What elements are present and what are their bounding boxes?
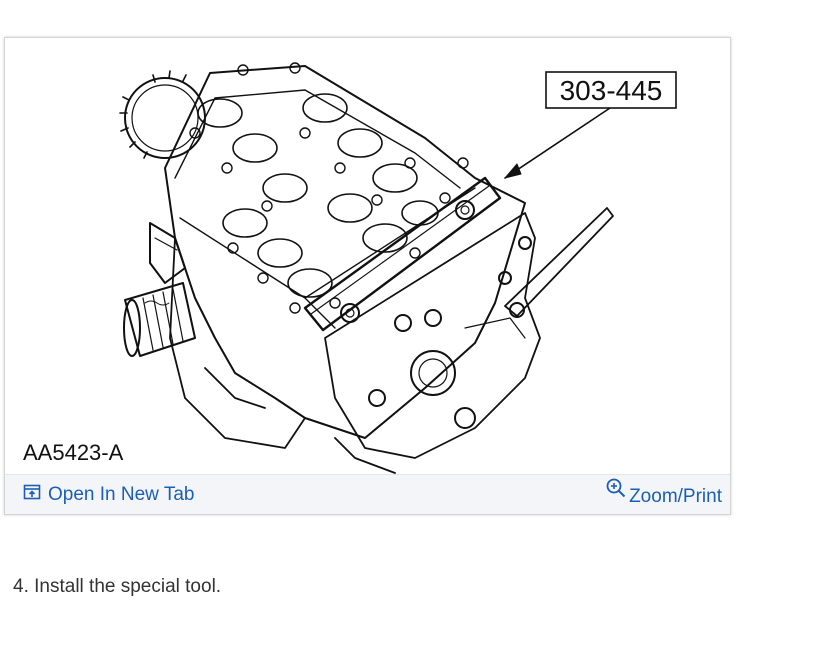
callout-arrowhead: [504, 163, 522, 179]
zoom-print-label: Zoom/Print: [629, 486, 722, 507]
tool-number-label: 303-445: [560, 75, 663, 106]
oil-filter: [123, 282, 196, 357]
figure-toolbar: Open In New Tab Zoom/Print: [5, 474, 730, 514]
engine-block: [169, 237, 396, 474]
open-in-new-tab-label: Open In New Tab: [48, 484, 195, 505]
oil-pressure-sender: [149, 222, 186, 284]
engine-line-drawing: 303-445 AA5423-A: [23, 62, 677, 474]
zoom-print-link[interactable]: Zoom/Print: [606, 478, 722, 510]
figure-id-label: AA5423-A: [23, 440, 124, 465]
figure-card: 303-445 AA5423-A Open In New Tab: [4, 37, 731, 515]
open-in-new-tab-link[interactable]: Open In New Tab: [23, 484, 194, 506]
alignment-rod: [504, 207, 614, 318]
tool-callout: 303-445: [545, 71, 677, 109]
bolts: [189, 62, 469, 314]
open-in-new-tab-icon: [23, 484, 41, 506]
zoom-in-icon: [606, 478, 626, 504]
special-tool-bar: [303, 176, 502, 332]
callout-leader-line: [504, 105, 614, 179]
front-cover: [324, 212, 541, 459]
step-instruction: 4. Install the special tool.: [13, 576, 222, 597]
engine-illustration: 303-445 AA5423-A: [5, 38, 730, 474]
